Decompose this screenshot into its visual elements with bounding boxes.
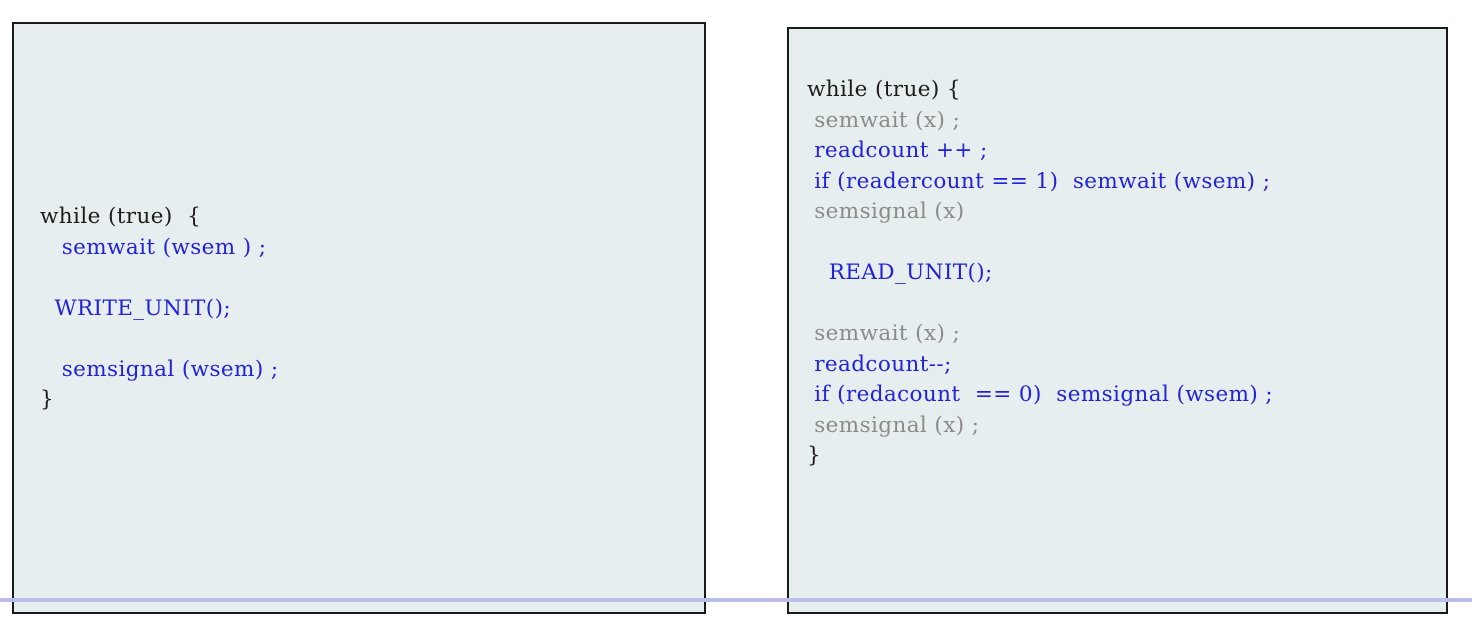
code-line: }	[807, 443, 822, 468]
code-line: semsignal (x)	[807, 199, 965, 224]
code-line: }	[40, 387, 55, 412]
code-line: if (readercount == 1) semwait (wsem) ;	[807, 168, 1271, 194]
code-line: while (true) {	[807, 77, 961, 102]
code-line: semwait (x) ;	[807, 321, 961, 346]
code-line: readcount ++ ;	[807, 138, 988, 163]
horizontal-rule-line	[0, 598, 1472, 602]
code-line	[807, 289, 1273, 320]
code-line: READ_UNIT();	[807, 260, 993, 285]
code-line	[40, 263, 279, 294]
writer-process-code: while (true) { semwait (wsem ) ; WRITE_U…	[40, 202, 279, 416]
reader-process-code: while (true) { semwait (x) ; readcount +…	[807, 75, 1273, 472]
code-line: WRITE_UNIT();	[40, 295, 232, 321]
code-line: semwait (x) ;	[807, 107, 961, 133]
code-line: semsignal (x) ;	[807, 412, 980, 438]
code-line	[40, 324, 279, 355]
code-line: semsignal (wsem) ;	[40, 356, 279, 382]
code-line: semwait (wsem ) ;	[40, 234, 267, 260]
code-line: readcount--;	[807, 351, 952, 377]
code-line: if (redacount == 0) semsignal (wsem) ;	[807, 382, 1274, 407]
code-line: while (true) {	[40, 204, 202, 229]
reader-process-panel: while (true) { semwait (x) ; readcount +…	[787, 27, 1448, 614]
code-line	[807, 228, 1273, 259]
writer-process-panel: while (true) { semwait (wsem ) ; WRITE_U…	[12, 22, 706, 614]
